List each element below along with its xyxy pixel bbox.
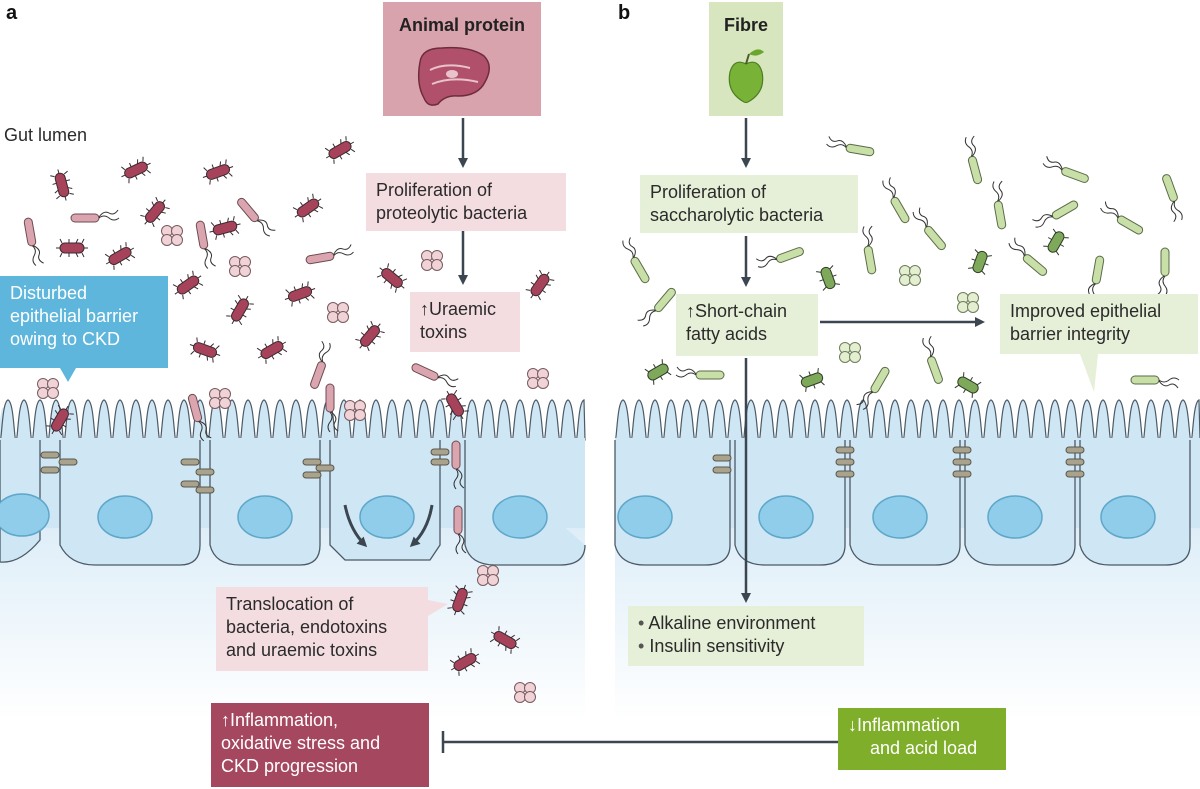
uraemic-line2: toxins — [420, 322, 468, 342]
inflammation-line2: oxidative stress and — [221, 733, 381, 753]
reduced-line2: and acid load — [870, 738, 978, 758]
barrier-integrity-callout-tail — [1080, 354, 1098, 392]
metabolic-effects-box: Alkaline environment Insulin sensitivity — [628, 606, 864, 666]
panel-b-letter: b — [618, 2, 631, 24]
gut-lumen-label: Gut lumen — [4, 125, 88, 145]
translocation-box: Translocation of bacteria, endotoxins an… — [216, 587, 428, 671]
disturbed-line3: owing to CKD — [10, 329, 121, 349]
inflammation-line1: ↑Inflammation, — [221, 710, 339, 730]
microvilli-a — [0, 399, 586, 441]
proteolytic-bacteria-box: Proliferation of proteolytic bacteria — [366, 173, 566, 231]
translocation-line1: Translocation of — [226, 594, 354, 614]
inflammation-line3: CKD progression — [221, 756, 359, 776]
alkaline-item: Alkaline environment — [638, 612, 854, 635]
barrier-callout-tail — [60, 368, 76, 382]
saccharolytic-line2: saccharolytic bacteria — [650, 205, 824, 225]
panel-b-arrows — [741, 118, 985, 603]
translocation-line2: bacteria, endotoxins — [226, 617, 388, 637]
scfa-line1: ↑Short-chain — [686, 301, 788, 321]
inflammation-outcome-box: ↑Inflammation, oxidative stress and CKD … — [211, 703, 429, 787]
fibre-label: Fibre — [723, 15, 768, 35]
panel-a-letter: a — [6, 2, 18, 24]
apple-icon — [728, 49, 764, 104]
scfa-box: ↑Short-chain fatty acids — [676, 294, 818, 356]
barrier-integrity-box: Improved epithelial barrier integrity — [1000, 294, 1198, 354]
proteolytic-line1: Proliferation of — [376, 180, 493, 200]
uraemic-toxins-box: ↑Uraemic toxins — [410, 292, 520, 352]
saccharolytic-line1: Proliferation of — [650, 182, 767, 202]
barrier-line2: barrier integrity — [1010, 324, 1131, 344]
steak-icon — [417, 46, 490, 106]
saccharolytic-bacteria-box: Proliferation of saccharolytic bacteria — [640, 175, 858, 233]
disturbed-line2: epithelial barrier — [10, 306, 139, 326]
panel-b-epithelium — [614, 399, 1200, 720]
insulin-item: Insulin sensitivity — [638, 635, 854, 658]
translocation-line3: and uraemic toxins — [226, 640, 378, 660]
scfa-line2: fatty acids — [686, 324, 768, 344]
disturbed-line1: Disturbed — [10, 283, 88, 303]
disturbed-barrier-callout: Disturbed epithelial barrier owing to CK… — [0, 276, 168, 368]
translocation-callout-tail — [428, 600, 448, 616]
animal-protein-label: Animal protein — [398, 15, 525, 35]
proteolytic-line2: proteolytic bacteria — [376, 203, 528, 223]
reduced-inflammation-box: ↓Inflammation and acid load — [838, 708, 1006, 770]
reduced-line1: ↓Inflammation — [848, 715, 961, 735]
uraemic-line1: ↑Uraemic — [420, 299, 497, 319]
panel-a-epithelium — [0, 399, 586, 720]
inhibition-line — [441, 731, 838, 753]
barrier-line1: Improved epithelial — [1010, 301, 1162, 321]
